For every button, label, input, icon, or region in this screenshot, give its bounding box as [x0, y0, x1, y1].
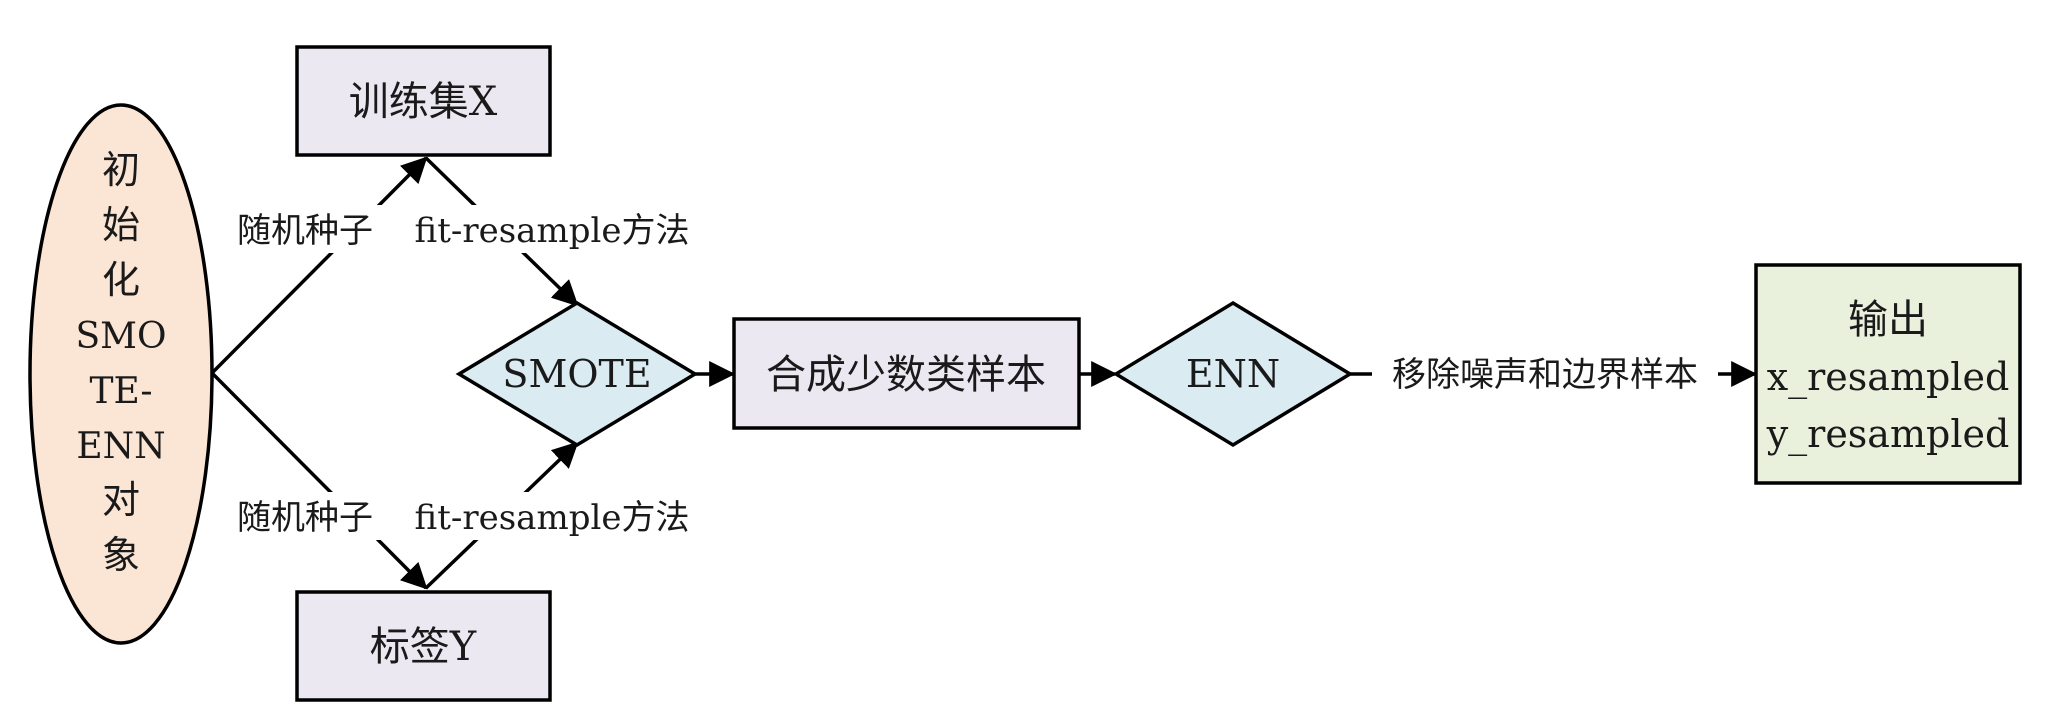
- init-line-5: ENN: [76, 426, 165, 467]
- label-y-text: 标签Y: [370, 624, 477, 670]
- smote-diamond: [455, 300, 699, 448]
- output-x-resampled: x_resampled: [1767, 355, 2010, 400]
- smote-label: SMOTE: [502, 352, 651, 396]
- edge-label-seed-top: 随机种子: [237, 211, 373, 251]
- output-box: [1754, 263, 2022, 485]
- output-title: 输出: [1848, 297, 1928, 343]
- edge-init-to-label-y: [210, 371, 428, 590]
- init-line-2: 化: [102, 258, 140, 302]
- init-line-3: SMO: [75, 316, 166, 357]
- edge-init-to-train-x: [210, 156, 428, 375]
- init-line-1: 始: [102, 203, 140, 247]
- init-line-0: 初: [102, 148, 140, 192]
- init-smote-enn-ellipse: [28, 103, 214, 645]
- label-y-box: [295, 590, 552, 702]
- init-line-4: TE-: [89, 371, 152, 412]
- init-line-6: 对: [102, 478, 140, 522]
- edge-label-remove-noise: 移除噪声和边界样本: [1392, 355, 1698, 395]
- edge-label-fit-bottom: fit-resample方法: [415, 498, 690, 538]
- train-x-box: [295, 45, 552, 157]
- synth-minority-label: 合成少数类样本: [766, 352, 1046, 398]
- synth-minority-box: [732, 317, 1081, 430]
- enn-label: ENN: [1186, 352, 1280, 396]
- edge-label-fit-top: fit-resample方法: [415, 211, 690, 251]
- output-y-resampled: y_resampled: [1766, 412, 2010, 457]
- enn-diamond: [1112, 300, 1354, 448]
- edge-label-seed-bottom: 随机种子: [237, 498, 373, 538]
- init-line-7: 象: [102, 533, 140, 577]
- train-x-label: 训练集X: [349, 79, 498, 125]
